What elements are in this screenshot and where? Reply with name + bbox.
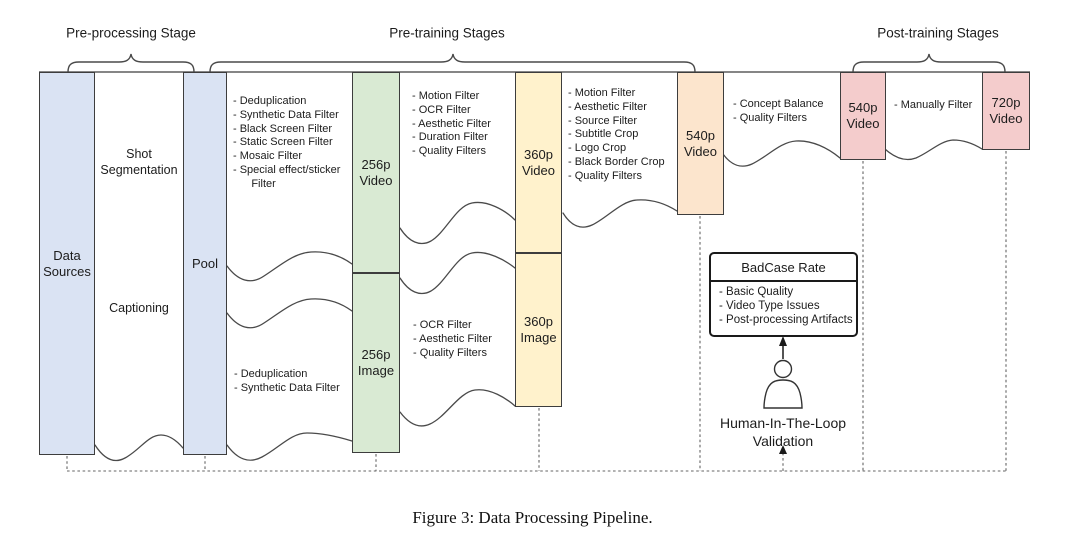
filter-list-540p-to-540p: - Concept Balance - Quality Filters xyxy=(733,98,824,124)
wave-540p-to-720p xyxy=(884,139,983,161)
bracket-posttraining-stages xyxy=(852,53,1006,73)
wave-pool-to-256p-lower xyxy=(226,298,353,329)
box-360p-video: 360p Video xyxy=(515,72,562,253)
person-head xyxy=(773,359,793,379)
filter-list-540p-to-720p: - Manually Filter xyxy=(894,99,973,111)
wave-256p-to-360p-bottom xyxy=(399,389,516,427)
box-pool: Pool xyxy=(183,72,227,455)
bracket-preprocessing-stage xyxy=(67,53,195,73)
box-540p-video-pretrain: 540p Video xyxy=(677,72,724,215)
label-captioning: Captioning xyxy=(109,301,169,315)
wave-pool-to-256p-bottom xyxy=(226,432,353,461)
wave-256p-to-360p-upper xyxy=(399,201,516,245)
badcase-rate-title: BadCase Rate xyxy=(711,254,856,282)
figure-caption: Figure 3: Data Processing Pipeline. xyxy=(412,508,653,527)
box-data-sources: Data Sources xyxy=(39,72,95,455)
wave-540p-to-540p xyxy=(722,140,841,167)
badcase-rate-box: BadCase Rate - Basic Quality - Video Typ… xyxy=(709,252,858,337)
label-shot-segmentation: Shot Segmentation xyxy=(100,147,178,177)
badcase-rate-items: - Basic Quality - Video Type Issues - Po… xyxy=(719,286,853,326)
stage-label-pretraining: Pre-training Stages xyxy=(389,25,505,41)
filter-list-pool-to-256p-image: - Deduplication - Synthetic Data Filter xyxy=(234,368,340,394)
box-720p-video: 720p Video xyxy=(982,72,1030,150)
arrowhead-human-to-badcase xyxy=(779,336,787,346)
wave-pool-to-256p-upper xyxy=(226,251,353,282)
person-body xyxy=(763,379,803,409)
stage-label-preprocessing: Pre-processing Stage xyxy=(66,25,196,41)
wave-360p-to-540p xyxy=(562,199,678,228)
filter-list-pool-to-256p-video: - Deduplication - Synthetic Data Filter … xyxy=(233,95,341,190)
label-human-in-the-loop-validation: Human-In-The-Loop Validation xyxy=(719,415,847,449)
filter-list-256p-to-360p-video: - Motion Filter - OCR Filter - Aesthetic… xyxy=(412,90,491,158)
filter-list-360p-to-540p-video: - Motion Filter - Aesthetic Filter - Sou… xyxy=(568,87,665,182)
bracket-pretraining-stages xyxy=(209,53,696,73)
box-256p-video: 256p Video xyxy=(352,72,400,273)
box-256p-image: 256p Image xyxy=(352,273,400,453)
wave-captioning-bottom xyxy=(94,434,184,462)
person-icon xyxy=(763,359,803,409)
wave-256p-to-360p-lower xyxy=(399,251,516,295)
stage-label-posttraining: Post-training Stages xyxy=(877,25,999,41)
box-360p-image: 360p Image xyxy=(515,253,562,407)
filter-list-256p-to-360p-image: - OCR Filter - Aesthetic Filter - Qualit… xyxy=(413,319,492,359)
box-540p-video-posttrain: 540p Video xyxy=(840,72,886,160)
